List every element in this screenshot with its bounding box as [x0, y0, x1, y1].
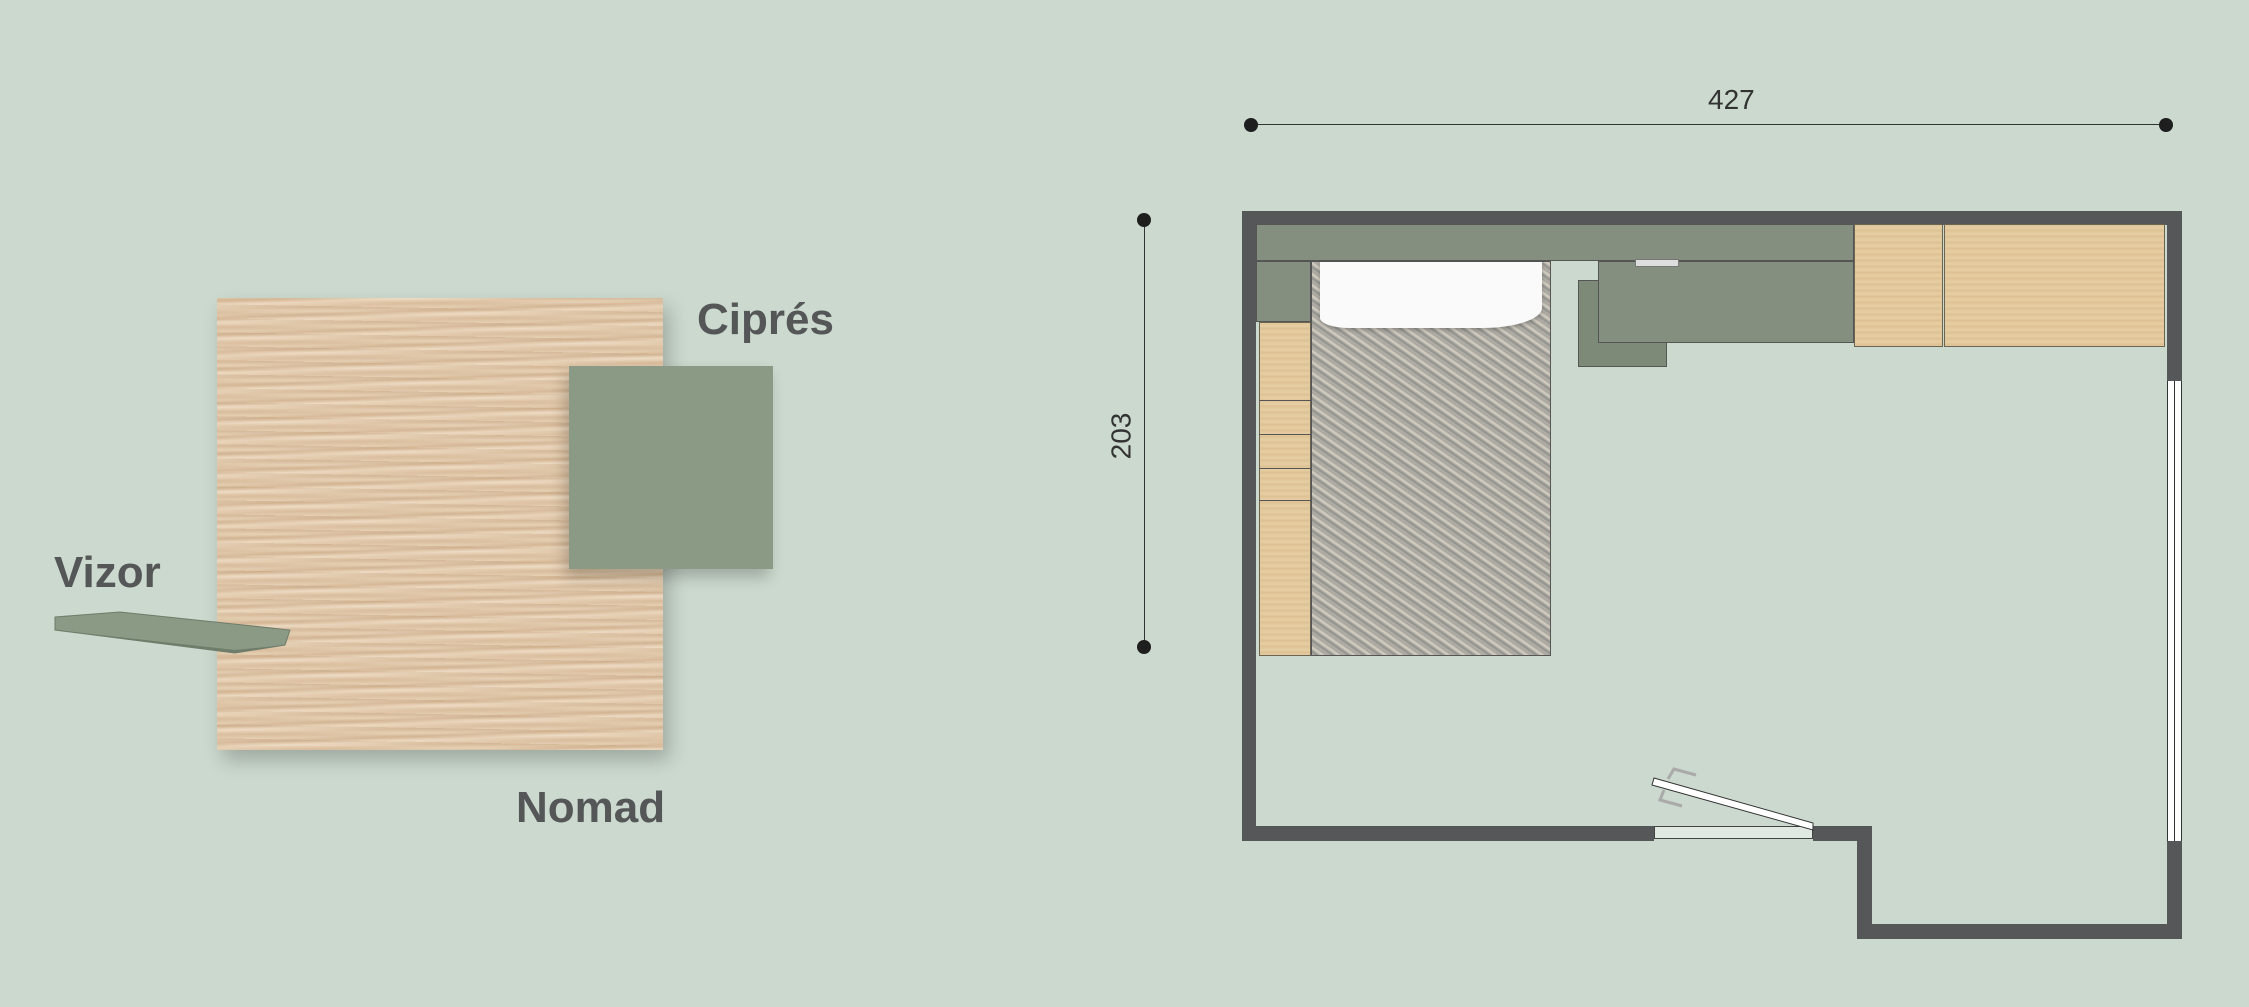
wall-left: [1242, 211, 1256, 841]
wall-bottom-left: [1242, 826, 1654, 841]
window: [2167, 381, 2182, 841]
wall-right-upper: [2167, 211, 2182, 381]
cipres-label: Ciprés: [697, 295, 834, 344]
dimension-endpoint: [1137, 213, 1151, 227]
width-dimension-line: [1250, 124, 2166, 125]
depth-dimension-label: 203: [1105, 412, 1137, 460]
wardrobe-divider: [1259, 400, 1311, 401]
desk-lamp: [1635, 259, 1679, 267]
door-leaf: [1651, 767, 1814, 831]
cipres-green-swatch: [569, 366, 773, 569]
wardrobe-divider: [1259, 434, 1311, 435]
desk: [1598, 261, 1854, 343]
bed-side-panel: [1256, 261, 1311, 322]
overhead-bridge-cabinet: [1256, 224, 1854, 261]
wardrobe-divider: [1259, 500, 1311, 501]
depth-dimension-line: [1144, 220, 1145, 647]
dimension-endpoint: [1244, 118, 1258, 132]
wall-top: [1242, 211, 2182, 225]
door-threshold: [1654, 826, 1813, 839]
vizor-label: Vizor: [54, 548, 161, 597]
width-dimension-label: 427: [1708, 84, 1755, 115]
wall-cabinet-left: [1854, 224, 1943, 347]
wall-cabinet-right: [1944, 224, 2165, 347]
vizor-handle-profile: [54, 611, 291, 654]
wall-step-vertical: [1857, 826, 1872, 939]
dimension-endpoint: [1137, 640, 1151, 654]
wall-bottom-right: [1857, 924, 2182, 939]
wall-right-lower: [2167, 841, 2182, 939]
nomad-label: Nomad: [516, 783, 666, 832]
wardrobe-divider: [1259, 468, 1311, 469]
wardrobe-column: [1259, 322, 1311, 656]
dimension-endpoint: [2159, 118, 2173, 132]
pillow: [1320, 262, 1542, 328]
